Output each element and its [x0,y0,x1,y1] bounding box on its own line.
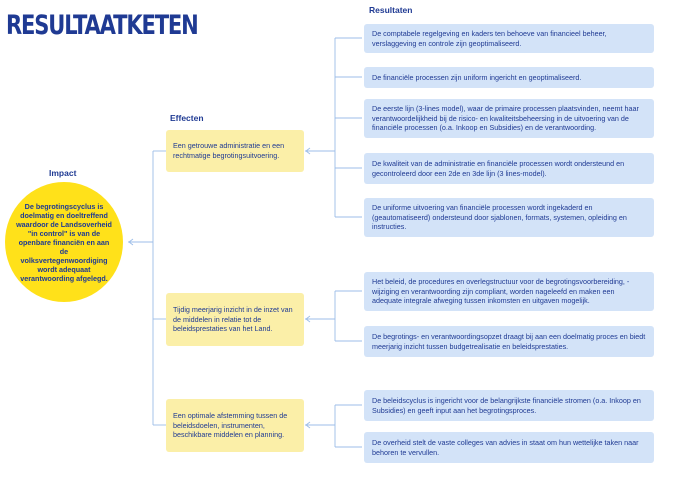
result-box-1: De comptabele regelgeving en kaders ten … [364,24,654,53]
effect-text: Tijdig meerjarig inzicht in de inzet van… [173,304,293,334]
impact-circle: De begrotingscyclus is doelmatig en doel… [5,182,123,302]
result-text: De uniforme uitvoering van financiële pr… [372,202,627,232]
result-text: De eerste lijn (3-lines model), waar de … [372,103,639,133]
result-text: De overheid stelt de vaste colleges van … [372,437,639,457]
result-text: De financiële processen zijn uniform ing… [372,72,582,82]
result-box-4: De kwaliteit van de administratie en fin… [364,153,654,184]
result-box-2: De financiële processen zijn uniform ing… [364,67,654,88]
effect-text: Een optimale afstemming tussen de beleid… [173,410,288,440]
page-title: RESULTAATKETEN [6,10,199,41]
result-box-9: De overheid stelt de vaste colleges van … [364,432,654,463]
resultaten-label: Resultaten [369,5,413,15]
effect-text: Een getrouwe administratie en een rechtm… [173,141,285,160]
result-box-5: De uniforme uitvoering van financiële pr… [364,198,654,237]
result-box-6: Het beleid, de procedures en overlegstru… [364,272,654,311]
impact-label: Impact [49,168,77,178]
result-text: De begrotings- en verantwoordingsopzet d… [372,331,646,351]
result-box-8: De beleidscyclus is ingericht voor de be… [364,390,654,421]
result-text: Het beleid, de procedures en overlegstru… [372,276,630,306]
result-text: De comptabele regelgeving en kaders ten … [372,28,607,48]
impact-text: De begrotingscyclus is doelmatig en doel… [16,201,112,283]
effect-box-2: Tijdig meerjarig inzicht in de inzet van… [166,293,304,346]
result-text: De beleidscyclus is ingericht voor de be… [372,395,641,415]
result-box-7: De begrotings- en verantwoordingsopzet d… [364,326,654,357]
result-text: De kwaliteit van de administratie en fin… [372,158,625,178]
result-box-3: De eerste lijn (3-lines model), waar de … [364,99,654,138]
effecten-label: Effecten [170,113,204,123]
effect-box-1: Een getrouwe administratie en een rechtm… [166,130,304,172]
effect-box-3: Een optimale afstemming tussen de beleid… [166,399,304,452]
